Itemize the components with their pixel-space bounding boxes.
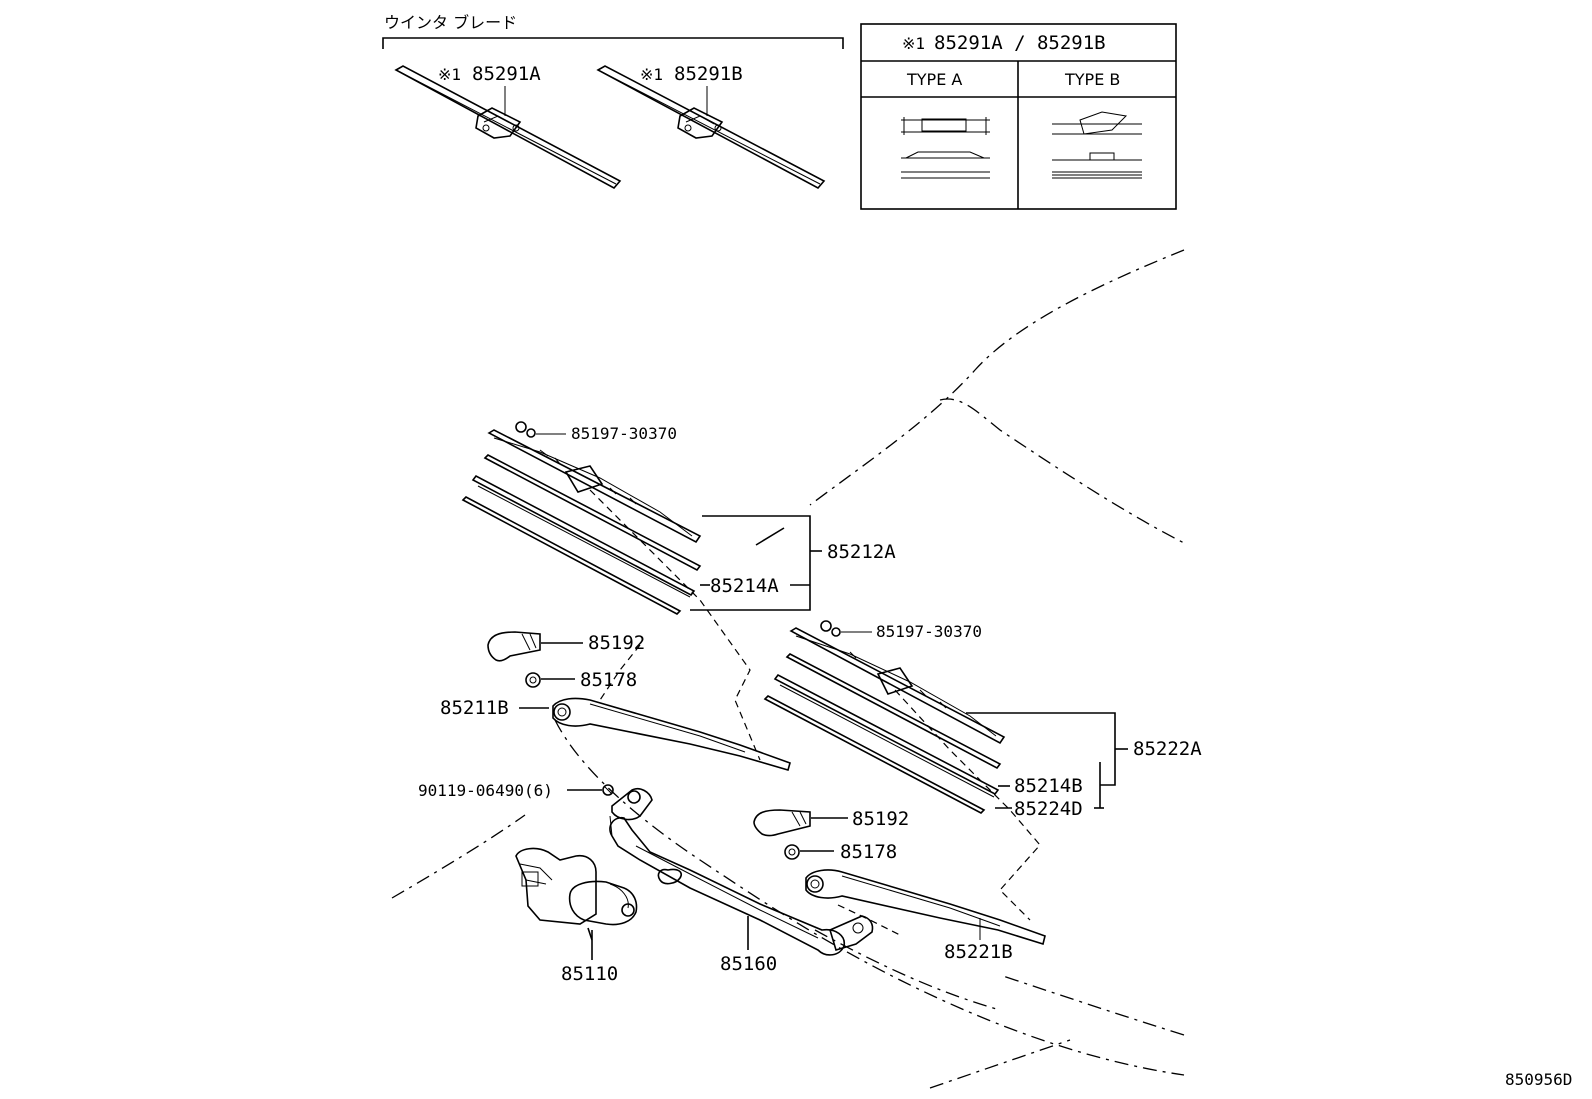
winter-blade-bracket — [382, 37, 844, 49]
refill-right-callout: 85214B — [1014, 775, 1083, 797]
type-table-title: 85291A / 85291B — [934, 32, 1106, 54]
cap-left — [487, 631, 541, 662]
left-blade-frame — [487, 429, 702, 544]
type-table: ※1 85291A / 85291B TYPE A TYPE B — [860, 23, 1177, 210]
right-refill-3 — [763, 695, 986, 814]
refill-clip-left: 85197-30370 — [515, 421, 677, 443]
type-a-header: TYPE A — [906, 70, 962, 89]
wiper-motor: 85110 — [515, 847, 638, 985]
cap-right-callout: 85192 — [852, 808, 909, 830]
blade-assy-right-callout: 85222A — [1133, 738, 1202, 760]
bolt-callout: 90119-06490(6) — [418, 781, 553, 800]
cap-left-callout: 85192 — [588, 632, 645, 654]
wiper-link: 85160 — [609, 787, 874, 975]
refill-clip-left-callout: 85197-30370 — [571, 424, 677, 443]
winter-blade-b: ※1 85291B — [596, 63, 826, 190]
vehicle-outline — [391, 249, 1185, 1089]
winter-blade-group: ウインタ ブレード — [382, 13, 844, 49]
nut-right-callout: 85178 — [840, 841, 897, 863]
type-table-mark: ※1 — [902, 34, 925, 53]
right-refill-2 — [773, 673, 1000, 796]
arm-right-callout: 85221B — [944, 941, 1013, 963]
cap-right — [753, 809, 811, 837]
left-refill-3 — [461, 496, 682, 615]
arm-left — [552, 697, 791, 771]
winter-blade-a-mark: ※1 — [438, 65, 461, 84]
nut-right — [784, 844, 800, 860]
refill-left-callout: 85214A — [710, 575, 779, 597]
refill-clip-right-callout: 85197-30370 — [876, 622, 982, 641]
bolt — [602, 784, 614, 796]
winter-blade-b-mark: ※1 — [640, 65, 663, 84]
nut-left — [525, 672, 541, 688]
arm-right — [805, 869, 1046, 946]
left-arm-group: 85192 85178 85211B — [440, 631, 791, 771]
motor-callout: 85110 — [561, 963, 618, 985]
right-arm-group: 85192 85178 85221B — [753, 808, 1046, 963]
right-blade-frame — [789, 627, 1006, 745]
link-callout: 85160 — [720, 953, 777, 975]
nut-left-callout: 85178 — [580, 669, 637, 691]
winter-blade-b-callout: 85291B — [674, 63, 743, 85]
winter-blade-a: ※1 85291A — [394, 63, 622, 190]
right-blade-assembly: 85197-30370 85222A 85214B 85224D — [763, 620, 1202, 921]
blade-assy-left-callout: 85212A — [827, 541, 896, 563]
left-blade-assembly: 85197-30370 85212A 85214A — [461, 421, 896, 761]
winter-blade-label: ウインタ ブレード — [384, 13, 517, 32]
type-a-blade-sketch — [901, 117, 990, 179]
right-refill-1 — [785, 653, 1002, 770]
arm-left-callout: 85211B — [440, 697, 509, 719]
diagram-code: 850956D — [1505, 1070, 1572, 1089]
winter-blade-a-callout: 85291A — [472, 63, 541, 85]
refill-clip-right: 85197-30370 — [820, 620, 982, 641]
type-b-blade-sketch — [1052, 111, 1142, 179]
refill-right-2-callout: 85224D — [1014, 798, 1083, 820]
bolt-group: 90119-06490(6) — [418, 781, 614, 800]
type-b-header: TYPE B — [1064, 70, 1120, 89]
left-refill-2 — [471, 474, 696, 597]
left-refill-1 — [483, 454, 702, 572]
